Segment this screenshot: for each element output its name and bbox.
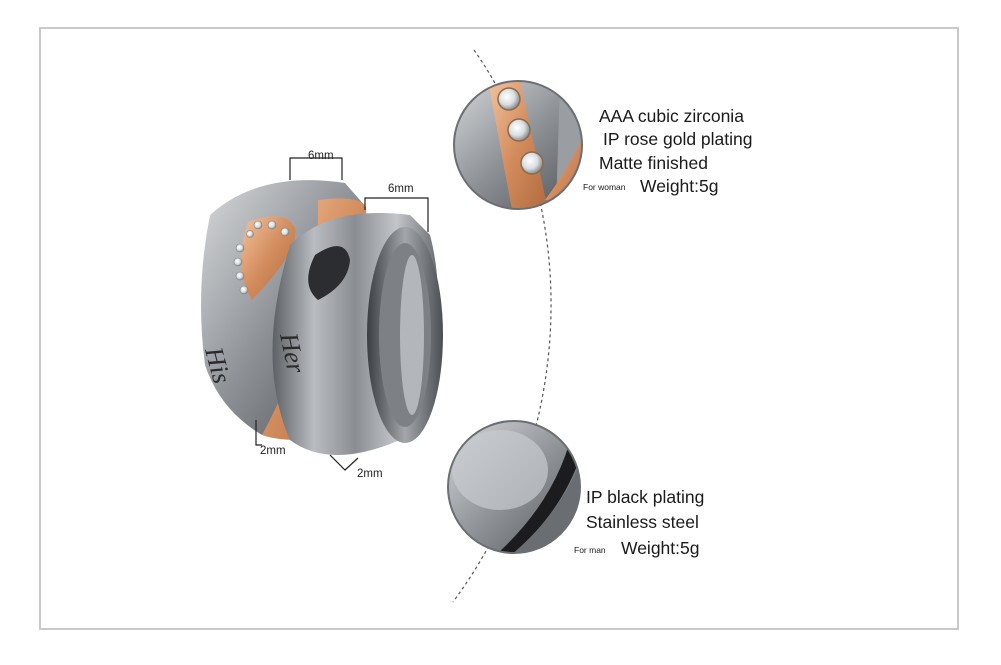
zirconia-stones [233, 220, 290, 295]
woman-spec-zirconia: AAA cubic zirconia [599, 106, 744, 126]
woman-tag: For woman [583, 182, 626, 192]
woman-thickness-label: 2mm [260, 445, 286, 457]
woman-width-label: 6mm [308, 150, 334, 162]
man-weight: Weight:5g [621, 538, 700, 558]
man-spec-plating: IP black plating [586, 487, 705, 507]
man-ring: Her [272, 213, 443, 455]
woman-weight: Weight:5g [640, 176, 719, 196]
man-thickness-label: 2mm [357, 468, 383, 480]
man-spec-material: Stainless steel [586, 512, 699, 532]
man-detail-circle [447, 420, 581, 554]
dimension-lines [255, 157, 429, 471]
woman-spec-plating: IP rose gold plating [603, 129, 753, 149]
man-width-label: 6mm [388, 183, 414, 195]
man-tag: For man [574, 545, 606, 555]
woman-spec-finish: Matte finished [599, 153, 708, 173]
woman-detail-circle [453, 80, 583, 210]
